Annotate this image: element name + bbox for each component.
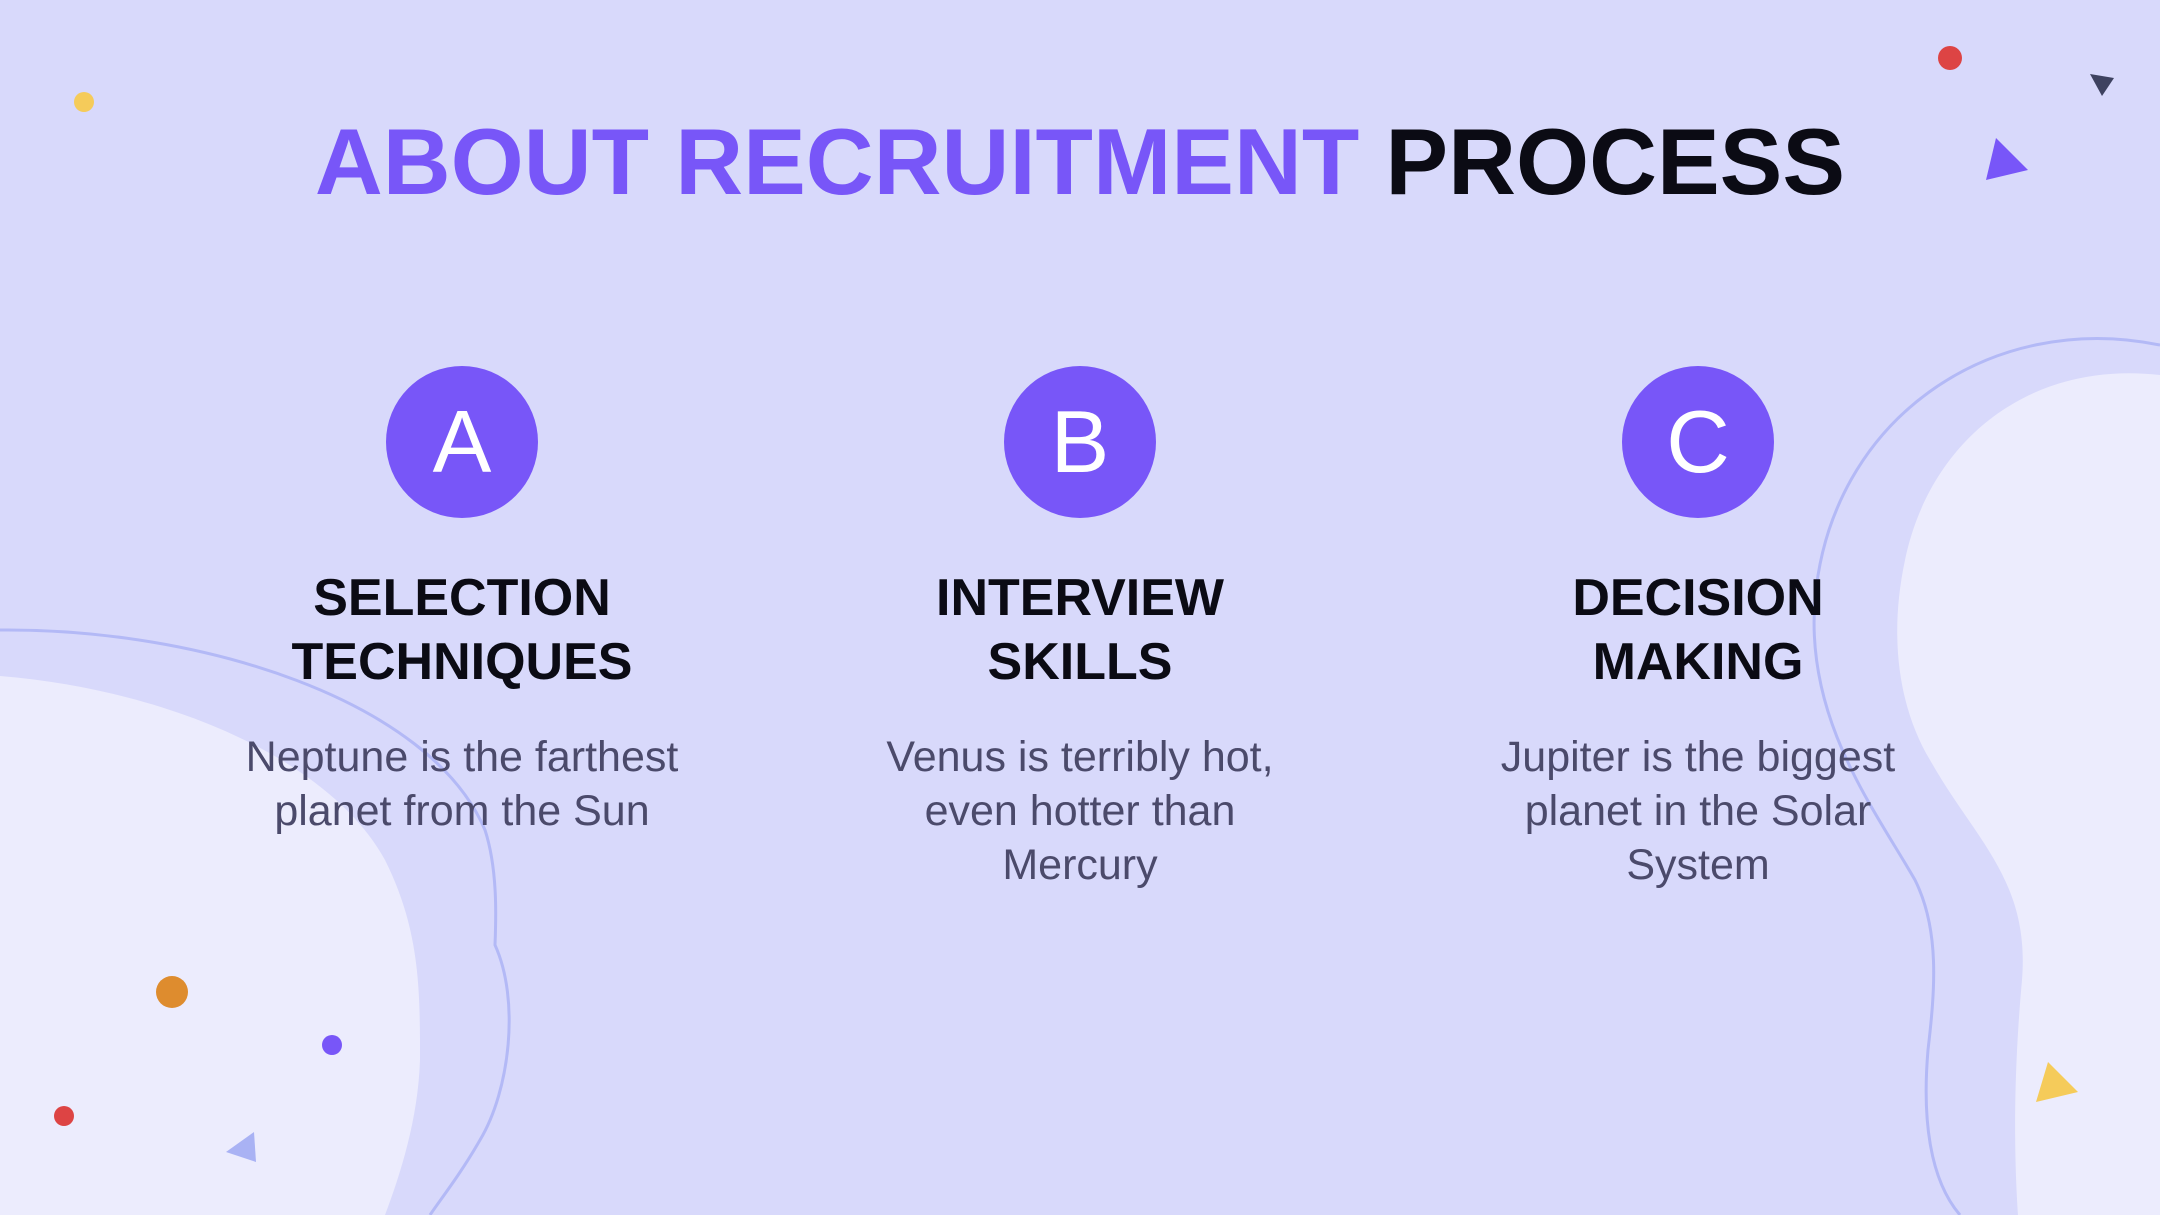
column-interview-skills: B INTERVIEW SKILLS Venus is terribly hot…: [800, 366, 1360, 892]
description-line: Venus is terribly hot,: [886, 733, 1274, 781]
heading-line: SKILLS: [987, 633, 1173, 691]
letter-badge-c: C: [1622, 366, 1774, 518]
bottom-left-blob: [0, 676, 420, 1215]
navy-triangle: [2090, 74, 2114, 96]
red-dot-bottom-left: [54, 1106, 74, 1126]
column-description: Jupiter is the biggest planet in the Sol…: [1438, 730, 1958, 892]
blue-triangle: [226, 1132, 256, 1162]
column-selection-techniques: A SELECTION TECHNIQUES Neptune is the fa…: [182, 366, 742, 838]
heading-line: TECHNIQUES: [291, 633, 633, 691]
description-line: planet in the Solar: [1524, 787, 1872, 835]
letter-badge-b: B: [1004, 366, 1156, 518]
description-line: System: [1626, 841, 1770, 889]
description-line: Neptune is the farthest: [245, 733, 679, 781]
heading-line: INTERVIEW: [936, 569, 1224, 627]
description-line: Jupiter is the biggest: [1500, 733, 1896, 781]
title-rest: PROCESS: [1385, 109, 1846, 214]
page-title: ABOUT RECRUITMENT PROCESS: [0, 112, 2160, 212]
description-line: planet from the Sun: [274, 787, 650, 835]
column-description: Venus is terribly hot, even hotter than …: [820, 730, 1340, 892]
description-line: even hotter than: [924, 787, 1236, 835]
letter-badge-a: A: [386, 366, 538, 518]
heading-line: DECISION: [1572, 569, 1824, 627]
right-blob: [1897, 373, 2160, 1215]
red-dot-top-right: [1938, 46, 1962, 70]
yellow-triangle: [2036, 1062, 2078, 1102]
column-description: Neptune is the farthest planet from the …: [202, 730, 722, 838]
column-heading: SELECTION TECHNIQUES: [182, 566, 742, 694]
heading-line: SELECTION: [313, 569, 611, 627]
orange-dot: [156, 976, 188, 1008]
purple-dot: [322, 1035, 342, 1055]
column-heading: DECISION MAKING: [1418, 566, 1978, 694]
column-heading: INTERVIEW SKILLS: [800, 566, 1360, 694]
yellow-dot-top-left: [74, 92, 94, 112]
heading-line: MAKING: [1592, 633, 1804, 691]
purple-triangle: [1986, 138, 2028, 180]
right-outline: [1812, 337, 2160, 1215]
description-line: Mercury: [1002, 841, 1158, 889]
title-accent: ABOUT RECRUITMENT: [314, 109, 1360, 214]
column-decision-making: C DECISION MAKING Jupiter is the biggest…: [1418, 366, 1978, 892]
bottom-left-outline: [0, 628, 511, 1215]
